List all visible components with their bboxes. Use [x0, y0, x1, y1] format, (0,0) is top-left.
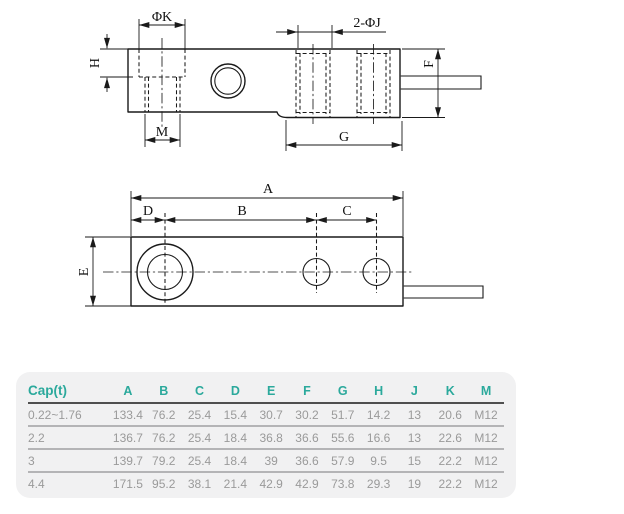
header-h: H [374, 383, 384, 398]
table-cell: 29.3 [366, 477, 391, 491]
table-cell: 22.2 [438, 477, 462, 491]
j-hole-2-hidden [356, 50, 391, 117]
table-cell: 22.6 [438, 431, 462, 445]
table-cell: M12 [474, 408, 498, 422]
table-cell: 0.22~1.76 [28, 408, 82, 422]
table-cell: 14.2 [366, 408, 391, 422]
dim-label-d: D [143, 204, 153, 219]
header-c: C [195, 383, 205, 398]
table-cell: 25.4 [187, 454, 212, 468]
table-cell: 42.9 [295, 477, 319, 491]
table-cell: 25.4 [187, 408, 212, 422]
table-cell: 76.2 [152, 408, 176, 422]
header-f: F [303, 383, 311, 398]
header-cap: Cap(t) [28, 383, 67, 398]
dim-label-b: B [237, 204, 246, 219]
table-cell: 22.2 [438, 454, 462, 468]
table-cell: 3 [28, 454, 35, 468]
center-hole-inner [214, 67, 242, 95]
table-cell: 95.2 [152, 477, 176, 491]
table-cell: 79.2 [152, 454, 176, 468]
top-view-body [130, 236, 404, 307]
table-cell: M12 [474, 431, 498, 445]
table-cell: 38.1 [187, 477, 212, 491]
table-cell: 136.7 [112, 431, 143, 445]
table-row: 3 139.7 79.2 25.4 18.4 39 36.6 57.9 9.5 … [28, 449, 504, 472]
table-cell: 18.4 [223, 454, 248, 468]
table-cell: 36.6 [295, 431, 319, 445]
table-cell: 13 [407, 408, 422, 422]
top-view-drawing: A D B C E [77, 182, 484, 307]
dim-label-m: M [156, 125, 169, 140]
table-cell: 36.6 [295, 454, 319, 468]
table-cell: 9.5 [370, 454, 387, 468]
table-cell: 4.4 [28, 477, 45, 491]
table-cell: 73.8 [331, 477, 355, 491]
header-k: K [445, 383, 455, 398]
table-cell: 13 [407, 431, 422, 445]
table-cell: M12 [474, 454, 498, 468]
dim-label-a: A [263, 182, 274, 197]
dim-label-2-phi-j: 2-ΦJ [353, 16, 381, 31]
table-row: 0.22~1.76 133.4 76.2 25.4 15.4 30.7 30.2… [28, 403, 504, 426]
cable-top-view [403, 285, 484, 299]
spec-table-panel: Cap(t) A B C D E F G H J K M 0.22~1.76 [16, 372, 516, 498]
side-view-drawing: ΦK H M 2-ΦJ F [88, 10, 482, 151]
table-cell: 16.6 [366, 431, 391, 445]
table-cell: 139.7 [112, 454, 143, 468]
table-cell: 39 [264, 454, 278, 468]
table-cell: 76.2 [152, 431, 176, 445]
table-cell: 2.2 [28, 431, 45, 445]
center-hole [210, 63, 246, 99]
table-row: 4.4 171.5 95.2 38.1 21.4 42.9 42.9 73.8 … [28, 472, 504, 494]
table-cell: M12 [474, 477, 498, 491]
j-hole-1-hidden [295, 50, 331, 117]
table-cell: 133.4 [112, 408, 143, 422]
dim-label-phi-k: ΦK [152, 10, 172, 25]
table-cell: 19 [407, 477, 422, 491]
header-m: M [480, 383, 492, 398]
cable [400, 75, 482, 90]
header-b: B [159, 383, 169, 398]
dim-label-g: G [339, 130, 349, 145]
header-j: J [410, 383, 418, 398]
table-cell: 15.4 [223, 408, 248, 422]
table-row: 2.2 136.7 76.2 25.4 18.4 36.8 36.6 55.6 … [28, 426, 504, 449]
dim-label-h: H [88, 58, 103, 68]
table-cell: 51.7 [331, 408, 355, 422]
dim-label-e: E [77, 268, 92, 277]
dim-label-f: F [422, 60, 437, 68]
m-thread-hidden [144, 77, 181, 112]
table-cell: 30.7 [259, 408, 283, 422]
header-a: A [123, 383, 133, 398]
table-cell: 15 [407, 454, 422, 468]
header-g: G [337, 383, 348, 398]
side-view-body [127, 48, 401, 119]
table-cell: 30.2 [295, 408, 319, 422]
table-cell: 171.5 [112, 477, 143, 491]
table-cell: 55.6 [331, 431, 355, 445]
table-cell: 25.4 [187, 431, 212, 445]
table-header-row: Cap(t) A B C D E F G H J K M [28, 377, 504, 403]
header-e: E [266, 383, 276, 398]
header-d: D [230, 383, 240, 398]
table-cell: 20.6 [438, 408, 462, 422]
table-cell: 57.9 [331, 454, 355, 468]
dim-label-c: C [342, 204, 351, 219]
dimension-drawings: ΦK H M 2-ΦJ F [77, 10, 484, 307]
table-cell: 21.4 [223, 477, 248, 491]
spec-table: Cap(t) A B C D E F G H J K M 0.22~1.76 [28, 377, 504, 494]
table-cell: 18.4 [223, 431, 248, 445]
table-cell: 36.8 [259, 431, 283, 445]
table-cell: 42.9 [259, 477, 283, 491]
